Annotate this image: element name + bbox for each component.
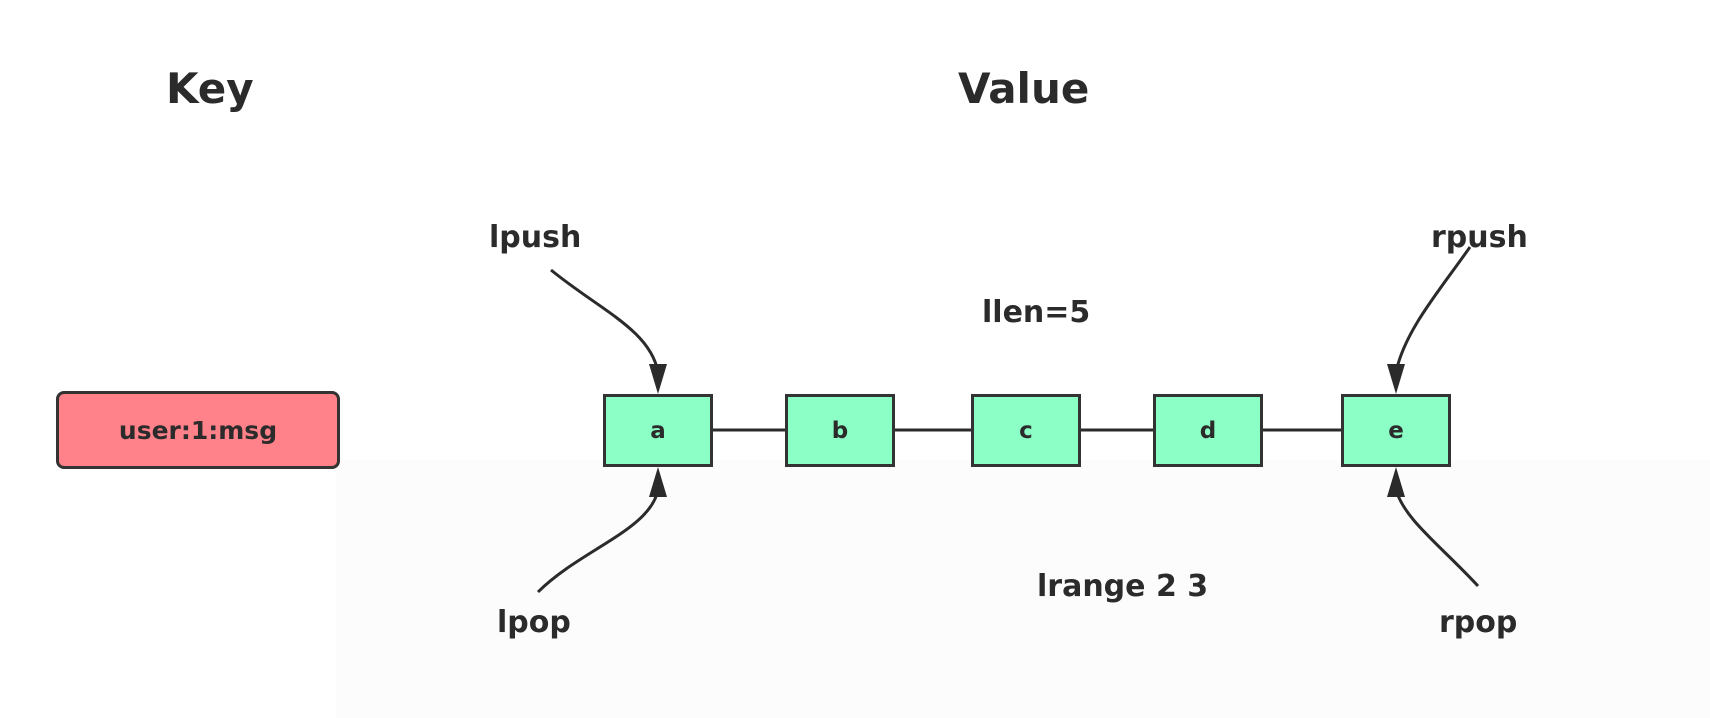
list-node-label: d: [1199, 417, 1217, 444]
lpop-arrow-head: [649, 467, 667, 497]
list-node-b: b: [785, 394, 895, 467]
value-heading: Value: [958, 64, 1090, 113]
list-node-a: a: [603, 394, 713, 467]
llen-label: llen=5: [982, 295, 1091, 330]
lpush-arrow-line: [550, 268, 660, 373]
key-box: user:1:msg: [56, 391, 340, 469]
rpop-arrow-head: [1387, 467, 1405, 497]
list-node-e: e: [1341, 394, 1451, 467]
list-node-label: e: [1388, 417, 1404, 444]
list-node-label: b: [831, 417, 849, 444]
list-node-d: d: [1153, 394, 1263, 467]
rpop-label: rpop: [1439, 605, 1518, 640]
list-node-label: a: [650, 417, 666, 444]
rpush-arrow-head: [1387, 364, 1405, 394]
rpush-label: rpush: [1431, 220, 1528, 255]
list-node-label: c: [1019, 417, 1033, 444]
rpop-arrow-line: [1394, 489, 1480, 588]
background-panel: [336, 460, 1710, 718]
lpush-label: lpush: [489, 220, 582, 255]
lpop-label: lpop: [497, 605, 571, 640]
lrange-label: lrange 2 3: [1037, 569, 1209, 604]
list-node-c: c: [971, 394, 1081, 467]
lpush-arrow-head: [649, 364, 667, 394]
rpush-arrow-line: [1394, 246, 1472, 373]
key-heading: Key: [166, 64, 254, 113]
key-name: user:1:msg: [118, 415, 278, 445]
lpop-arrow-line: [536, 489, 660, 594]
